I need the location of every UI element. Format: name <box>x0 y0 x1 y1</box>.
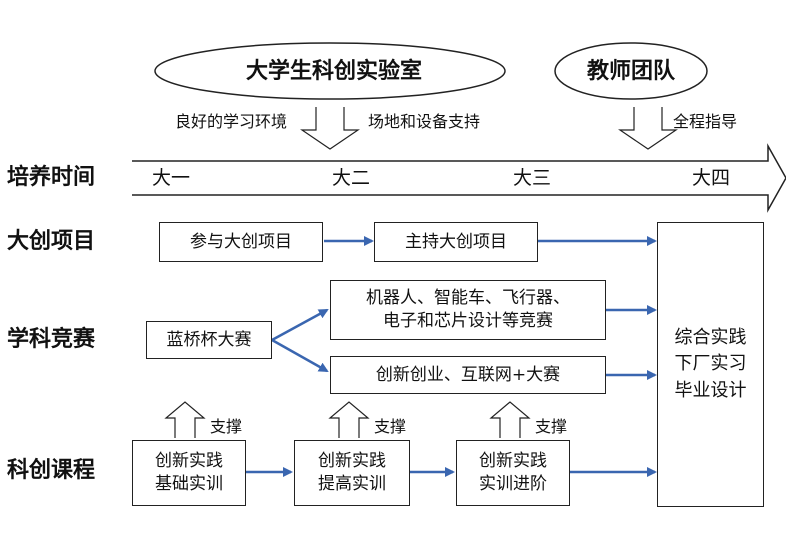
row-title-course: 科创课程 <box>7 458 96 483</box>
year-3: 大三 <box>513 167 552 189</box>
lab-right-label: 场地和设备支持 <box>368 112 481 131</box>
course-advanced-box: 创新实践 提高实训 <box>294 440 410 506</box>
final-line-1: 综合实践 <box>674 327 747 349</box>
lanqiao-arrow-up <box>271 308 329 342</box>
lab-ellipse <box>154 42 506 100</box>
row-title-competition: 学科竞赛 <box>7 327 96 352</box>
course-basic-line-2: 基础实训 <box>155 474 223 494</box>
support-arrow-2 <box>328 401 370 438</box>
row-title-project: 大创项目 <box>7 229 96 254</box>
year-1: 大一 <box>152 167 191 189</box>
course-advanced-line-1: 创新实践 <box>318 451 386 472</box>
course-advanced-line-2: 提高实训 <box>318 474 386 494</box>
team-right-label: 全程指导 <box>673 112 738 131</box>
final-line-3: 毕业设计 <box>674 379 747 401</box>
final-line-2: 下厂实习 <box>674 353 747 375</box>
host-project-label: 主持大创项目 <box>405 231 507 252</box>
support-label-1: 支撑 <box>210 417 243 436</box>
team-title: 教师团队 <box>587 58 676 84</box>
host-project-box: 主持大创项目 <box>374 222 538 262</box>
robot-line-2: 电子和芯片设计等竞赛 <box>383 311 553 331</box>
year-4: 大四 <box>692 167 731 189</box>
support-label-3: 支撑 <box>535 417 568 436</box>
robot-line-1: 机器人、智能车、飞行器、 <box>366 288 570 309</box>
course-basic-line-1: 创新实践 <box>155 451 223 472</box>
lab-title: 大学生科创实验室 <box>246 58 423 84</box>
support-label-2: 支撑 <box>374 417 407 436</box>
robot-competition-box: 机器人、智能车、飞行器、 电子和芯片设计等竞赛 <box>330 280 606 340</box>
lanqiao-label: 蓝桥杯大赛 <box>166 329 252 350</box>
course-progress-box: 创新实践 实训进阶 <box>456 440 570 506</box>
course-progress-line-1: 创新实践 <box>479 451 547 472</box>
team-down-arrow <box>618 107 678 150</box>
final-practice-box: 综合实践 下厂实习 毕业设计 <box>657 222 764 507</box>
support-arrow-1 <box>164 401 206 438</box>
course-basic-box: 创新实践 基础实训 <box>132 440 246 506</box>
join-project-label: 参与大创项目 <box>190 231 292 252</box>
support-arrow-3 <box>489 401 531 438</box>
team-ellipse <box>554 42 708 100</box>
lanqiao-arrow-down <box>271 338 329 373</box>
innovation-label: 创新创业、互联网+大赛 <box>375 364 561 385</box>
row-title-timeline: 培养时间 <box>7 165 96 190</box>
course-progress-line-2: 实训进阶 <box>479 474 547 494</box>
innovation-competition-box: 创新创业、互联网+大赛 <box>330 356 606 394</box>
lab-down-arrow <box>300 107 360 150</box>
timeline-arrow <box>132 143 786 213</box>
join-project-box: 参与大创项目 <box>159 222 323 262</box>
year-2: 大二 <box>332 167 371 189</box>
lab-left-label: 良好的学习环境 <box>175 112 288 131</box>
lanqiao-box: 蓝桥杯大赛 <box>146 321 272 359</box>
